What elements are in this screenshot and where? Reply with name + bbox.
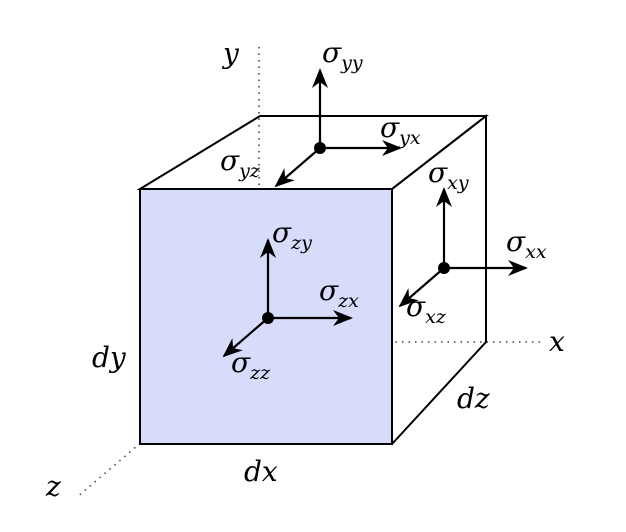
z-axis-label: z (45, 470, 61, 503)
sigma-xy-label: σxy (428, 156, 469, 194)
right-face-point (438, 262, 450, 274)
sigma-zx-label: σzx (319, 274, 359, 312)
front-face-point (262, 312, 274, 324)
sigma-yz-label: σyz (220, 144, 261, 182)
x-axis-label: x (549, 325, 565, 358)
sigma-yz-arrow (274, 147, 321, 188)
sigma-xz-arrow (398, 267, 445, 308)
top-face-point (314, 142, 326, 154)
dx-label: dx (244, 455, 278, 488)
right-face (391, 113, 487, 445)
sigma-yy-label: σyy (322, 36, 363, 74)
dy-label: dy (92, 341, 127, 374)
sigma-xz-label: σxz (406, 290, 447, 328)
sigma-zz-label: σzz (231, 346, 271, 384)
y-axis-label: y (221, 37, 240, 70)
sigma-zz-arrow (222, 317, 269, 358)
dz-label: dz (457, 382, 490, 415)
sigma-xx-label: σxx (506, 225, 547, 263)
sigma-zy-label: σzy (272, 216, 312, 254)
sigma-yx-label: σyx (380, 111, 421, 149)
